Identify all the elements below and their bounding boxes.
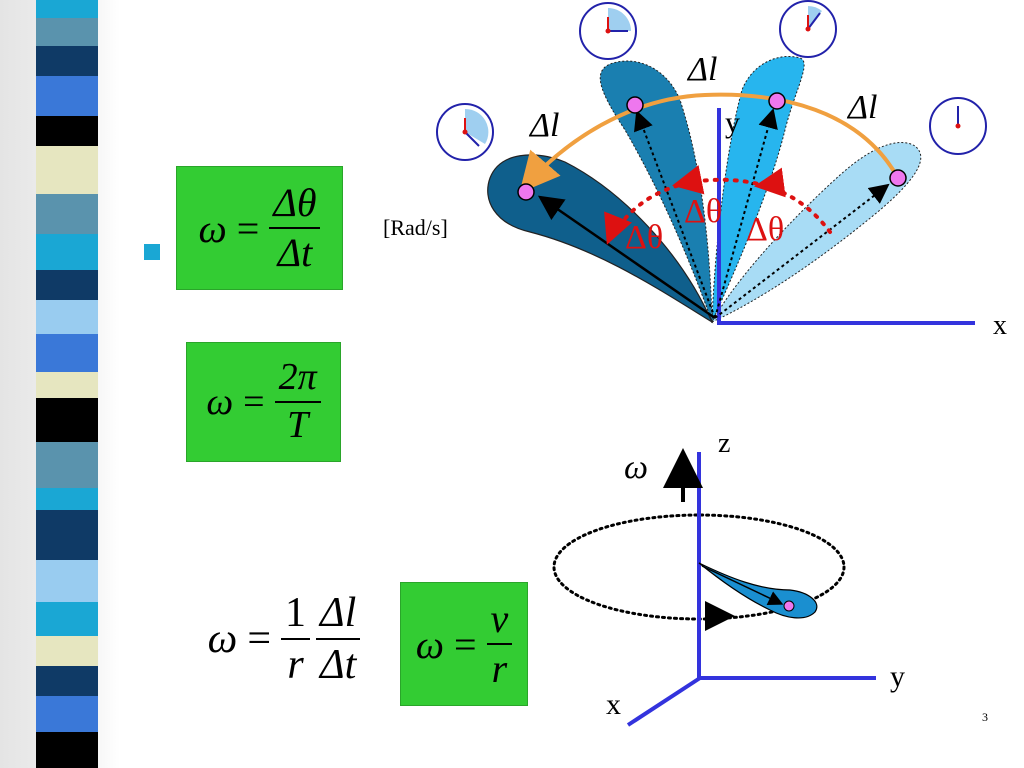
axis-x-line-3d bbox=[626, 676, 702, 727]
delta-theta-arc bbox=[608, 177, 832, 242]
formula-lhs: ω bbox=[415, 621, 444, 667]
formula-box-linear-velocity: ω = v r bbox=[400, 582, 528, 706]
tip-point-3 bbox=[768, 92, 786, 110]
clock-icon bbox=[579, 2, 637, 60]
formula-denominator: r bbox=[491, 646, 508, 691]
formula-numerator: v bbox=[490, 596, 509, 641]
formula-lhs: ω bbox=[198, 205, 227, 251]
formula-denominator-2: Δt bbox=[320, 642, 357, 688]
tip-point-3d bbox=[783, 600, 795, 612]
delta-theta-mid: Δθ bbox=[684, 193, 722, 230]
formula-equals: = bbox=[247, 616, 271, 662]
formula-lhs: ω bbox=[206, 381, 234, 423]
formula-equals: = bbox=[236, 205, 260, 251]
clock-icon bbox=[436, 103, 494, 161]
decorative-strip bbox=[36, 0, 98, 768]
rotating-arm bbox=[698, 562, 818, 619]
formula-denominator: Δt bbox=[277, 230, 313, 275]
page-number: 3 bbox=[982, 710, 988, 724]
bullet-square-icon bbox=[144, 244, 160, 260]
formula-numerator: 2π bbox=[278, 356, 317, 399]
formula-box-angular-velocity: ω = Δθ Δt bbox=[176, 166, 343, 290]
axis-x-label: x bbox=[993, 310, 1007, 341]
formula-equals: = bbox=[453, 621, 477, 667]
axis-x-label-3d: x bbox=[606, 688, 621, 721]
tip-point-1 bbox=[517, 183, 535, 201]
axis-y-label-3d: y bbox=[890, 660, 905, 693]
delta-theta-left: Δθ bbox=[625, 219, 663, 256]
tip-point-2 bbox=[626, 96, 644, 114]
delta-l-right: Δl bbox=[846, 89, 877, 126]
formula-denominator-1: r bbox=[287, 642, 304, 688]
delta-l-left: Δl bbox=[528, 107, 559, 144]
axis-y-label: y bbox=[725, 106, 740, 139]
formula-equals: = bbox=[243, 381, 265, 423]
delta-l-top: Δl bbox=[686, 51, 717, 88]
formula-numerator: Δθ bbox=[273, 180, 317, 225]
omega-vector-label: ω⃗ bbox=[624, 449, 674, 486]
formula-numerator-2: Δl bbox=[320, 589, 357, 636]
radius-vector-2 bbox=[634, 110, 716, 319]
delta-theta-right: Δθ bbox=[746, 211, 784, 248]
formula-box-period: ω = 2π T bbox=[186, 342, 341, 462]
axis-z-label: z bbox=[718, 428, 730, 459]
clock-icon bbox=[929, 97, 987, 155]
formula-denominator: T bbox=[287, 404, 309, 446]
clock-icon bbox=[779, 0, 837, 58]
arc-path bbox=[519, 92, 900, 194]
radius-vector-4 bbox=[714, 183, 890, 319]
formula-arc-length: ω = 1 r Δl Δt bbox=[186, 576, 382, 702]
radius-vector-1 bbox=[537, 195, 716, 320]
unit-label: [Rad/s] bbox=[383, 215, 448, 240]
formula-numerator-1: 1 bbox=[285, 589, 306, 636]
formula-lhs: ω bbox=[207, 616, 238, 662]
tip-point-4 bbox=[889, 169, 907, 187]
